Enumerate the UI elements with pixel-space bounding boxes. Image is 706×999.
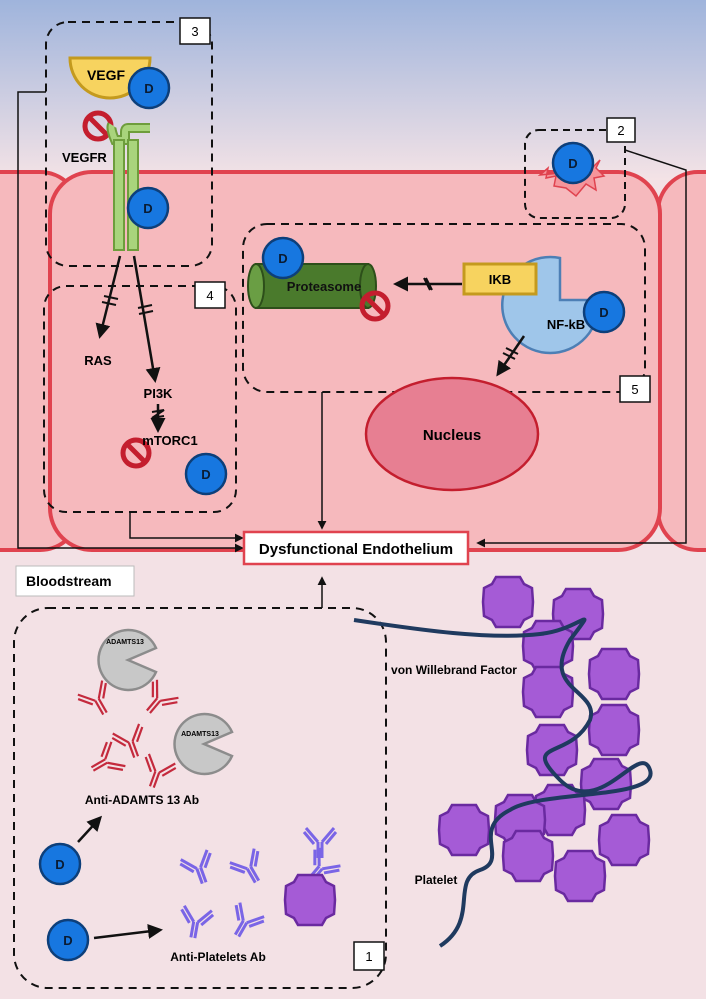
drug-label-vegf: D: [144, 81, 153, 96]
connector-lines: [17, 91, 687, 608]
mtorc1-label: mTORC1: [142, 433, 197, 448]
proteasome-label: Proteasome: [287, 279, 361, 294]
platelet: [587, 703, 641, 757]
ras-label: RAS: [84, 353, 112, 368]
box-2-outline: [524, 129, 626, 219]
nucleus-label: Nucleus: [423, 427, 481, 444]
box-1-number: 1: [365, 949, 372, 964]
platelet: [597, 813, 651, 867]
arrow-vegfr-pi3k-block: [137, 304, 153, 309]
ikb-label: IKB: [489, 272, 511, 287]
vegfr-label: VEGFR: [62, 150, 107, 165]
connector-box3: [17, 91, 244, 553]
platelet-label: Platelet: [415, 873, 458, 887]
box-4-number-frame: [194, 281, 226, 309]
connector-box4: [129, 512, 244, 543]
drug-label-membrane: D: [568, 156, 577, 171]
platelet: [587, 647, 641, 701]
box-3-outline: [45, 21, 213, 267]
drug-label-mtorc1: D: [201, 467, 210, 482]
drug-label-vegfr: D: [143, 201, 152, 216]
platelet: [481, 575, 535, 629]
drug-label-anti-adamts13: D: [55, 857, 64, 872]
dysfunctional-endothelium-label: Dysfunctional Endothelium: [259, 541, 453, 558]
arrow-nfkb-nucleus: [496, 335, 526, 377]
platelet: [553, 849, 607, 903]
dysfunctional-endothelium-box: [242, 530, 470, 566]
platelet: [501, 829, 555, 883]
box-5-outline: [242, 223, 646, 393]
box-2-number: 2: [617, 123, 624, 138]
box-2-number-frame: [606, 117, 636, 143]
right-cell: [656, 170, 706, 552]
adamts13-label-2: ADAMTS13: [181, 731, 219, 738]
platelet: [437, 803, 491, 857]
box-1-outline: [13, 607, 387, 989]
vwf-label: von Willebrand Factor: [391, 663, 517, 677]
adamts13-label-1: ADAMTS13: [106, 639, 144, 646]
pi3k-label: PI3K: [144, 386, 174, 401]
box-5-number: 5: [631, 382, 638, 397]
drug-label-anti-platelets: D: [63, 933, 72, 948]
von-willebrand-factor-strand: [353, 617, 653, 948]
anti-platelets-ab-label: Anti-Platelets Ab: [170, 950, 266, 964]
ikb-protein: [462, 262, 538, 296]
connector-box2: [476, 149, 687, 548]
nucleus: [364, 376, 540, 492]
box-5-number-frame: [619, 375, 651, 403]
arrow-pi3k-mtorc1-block: [151, 409, 165, 419]
box-1-number-frame: [353, 941, 385, 971]
arrow-nfkb-nucleus-block-2: [502, 352, 516, 360]
arrow-drug-anti-adamts13: [77, 815, 103, 843]
platelet: [521, 665, 575, 719]
anti-adamts13-ab-label: Anti-ADAMTS 13 Ab: [85, 793, 199, 807]
drug-label-nfkb: D: [599, 305, 608, 320]
arrow-vegfr-pi3k-block-2: [138, 310, 154, 315]
nfkb-label: NF-kB: [547, 317, 585, 332]
drug-label-proteasome: D: [278, 251, 287, 266]
box-4-number: 4: [206, 288, 213, 303]
arrow-vegfr-ras-block-2: [101, 301, 117, 306]
arrow-vegfr-pi3k: [132, 255, 161, 383]
bloodstream-box: [15, 565, 135, 597]
central-cell: [48, 170, 662, 552]
platelet-box1: [283, 873, 337, 927]
vegf-label: VEGF: [87, 67, 126, 83]
arrow-nfkb-nucleus-block: [505, 347, 519, 355]
box-3-number: 3: [191, 24, 198, 39]
bloodstream-label: Bloodstream: [26, 573, 112, 589]
arrow-ikb-proteasome-block: [423, 277, 433, 291]
arrow-drug-anti-platelets: [93, 923, 163, 940]
arrow-vegfr-ras: [95, 255, 122, 339]
arrow-vegfr-ras-block: [103, 295, 119, 300]
box-3-number-frame: [179, 17, 211, 45]
